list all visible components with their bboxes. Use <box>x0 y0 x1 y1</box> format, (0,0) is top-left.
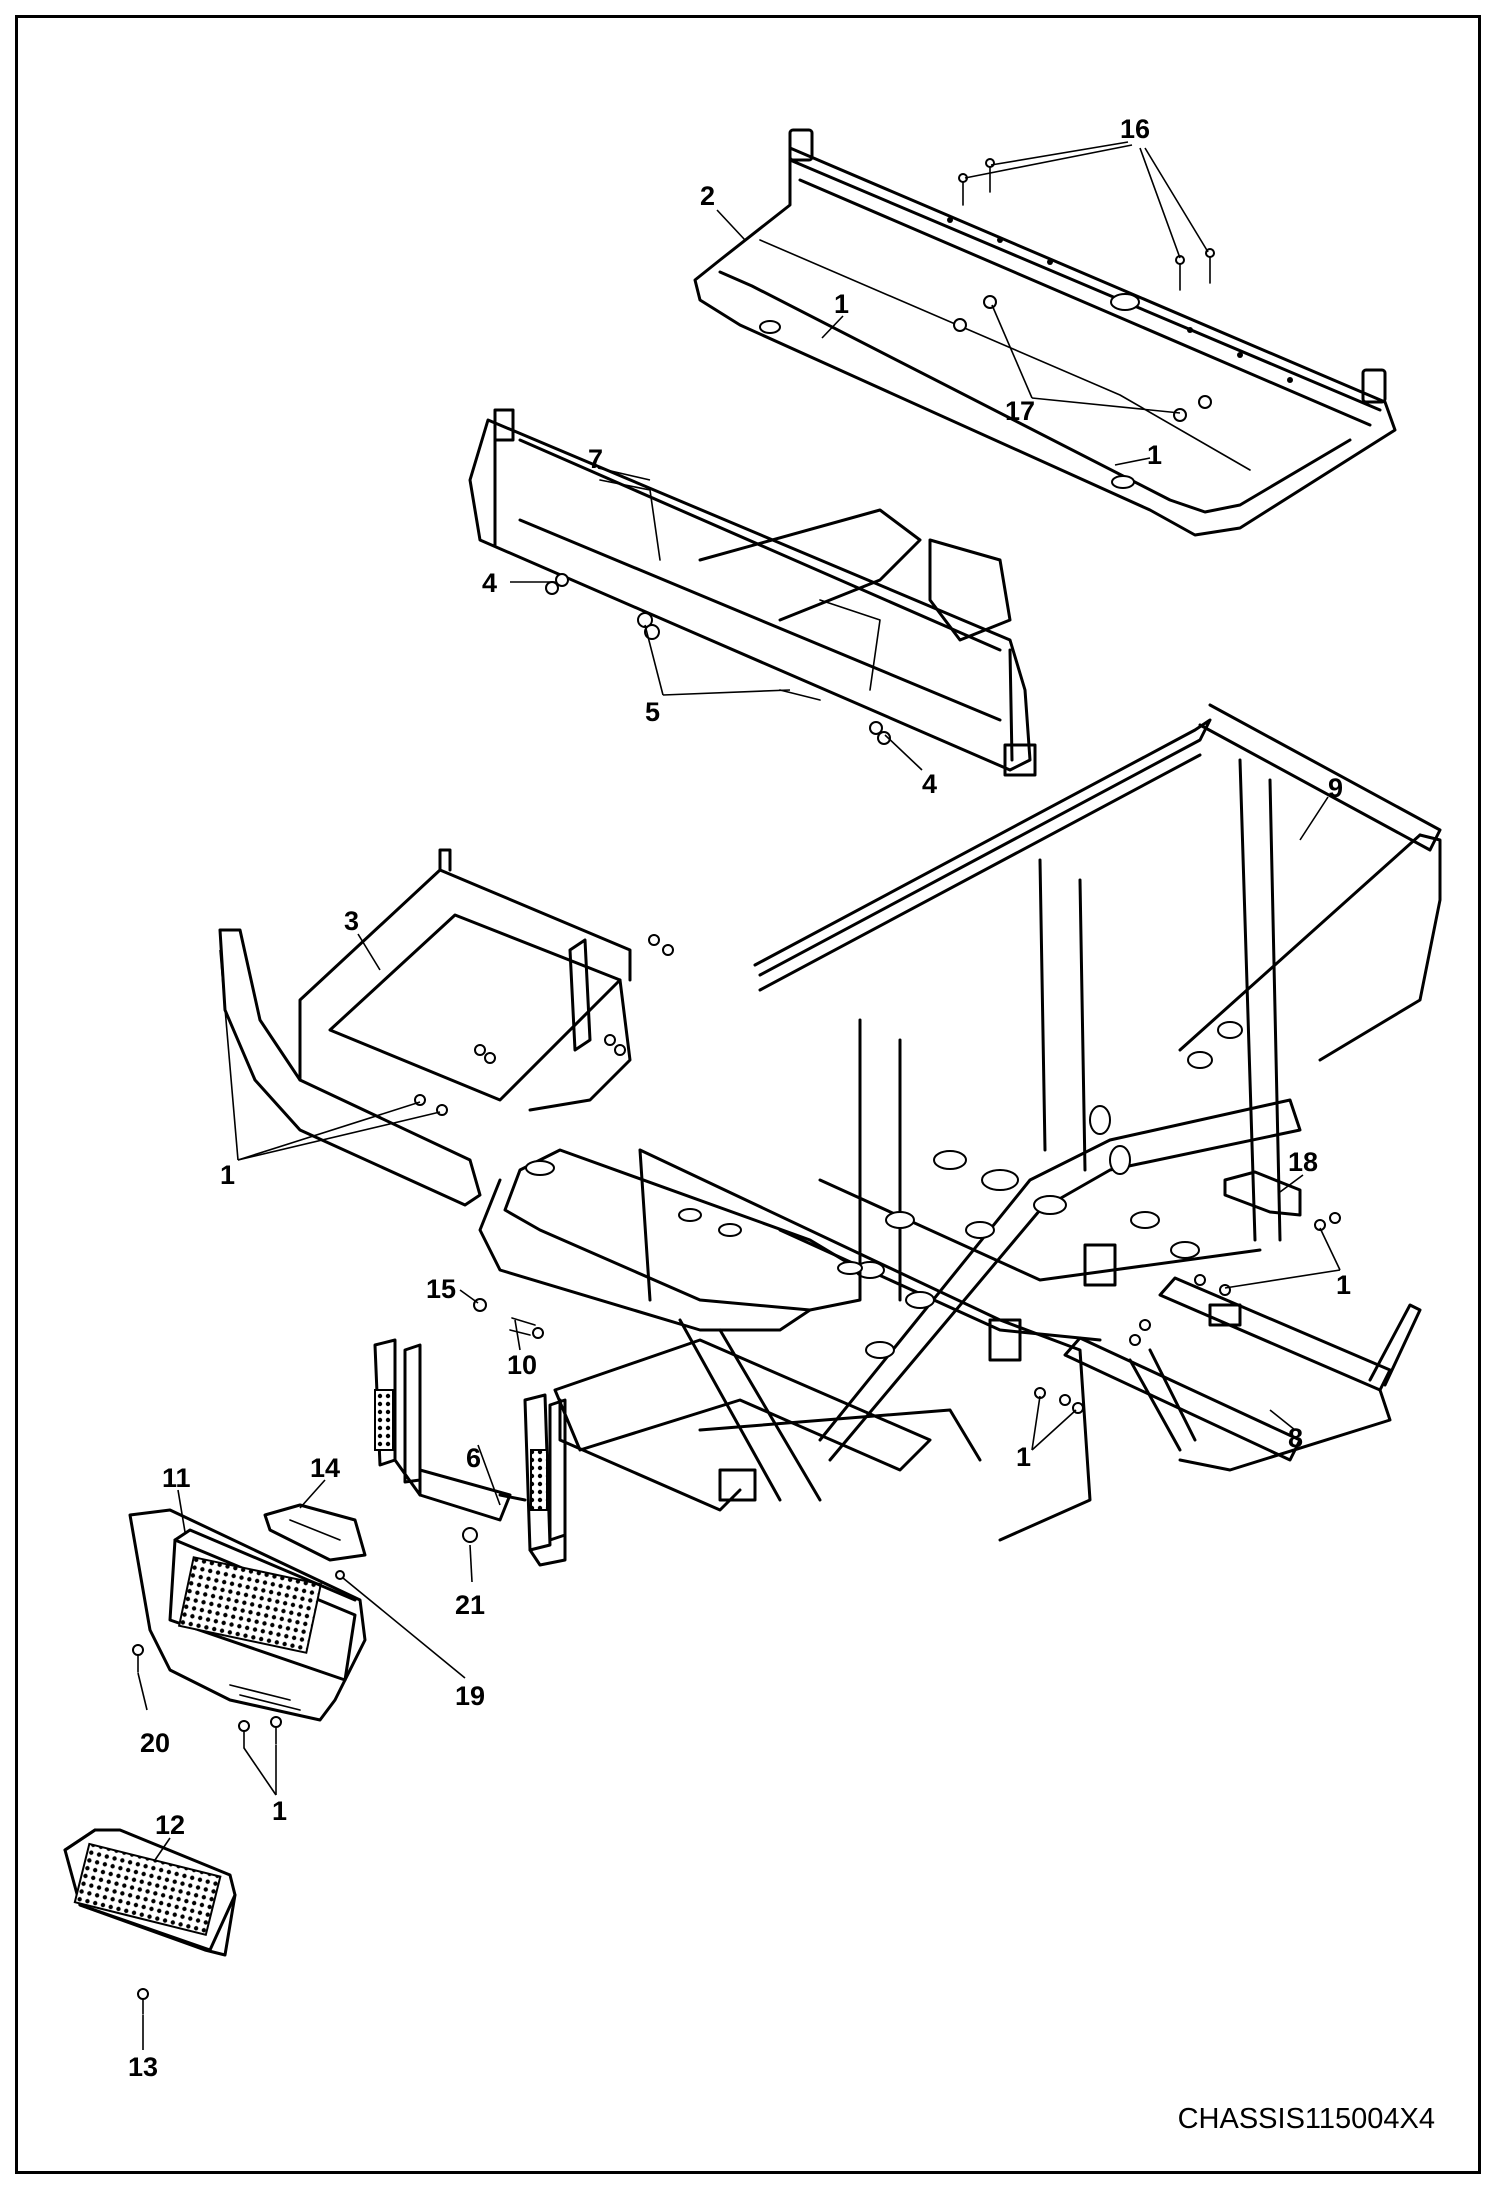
fasteners-part-1-left-cage <box>414 1094 448 1116</box>
callout-1: 1 <box>834 289 849 319</box>
grille-panel-part-12 <box>63 1828 237 1957</box>
callout-16: 16 <box>1120 114 1150 144</box>
fasteners-part-4-lower <box>869 721 891 745</box>
front-bumper-tube <box>478 1148 863 1332</box>
callout-2: 2 <box>700 181 715 211</box>
callout-6: 6 <box>466 1443 481 1473</box>
leader-lines <box>137 141 1341 2050</box>
mid-crossmember-part-7 <box>468 408 1037 777</box>
front-bracket-part-6 <box>373 1338 567 1567</box>
callout-10: 10 <box>507 1350 537 1380</box>
callout-1: 1 <box>1336 1270 1351 1300</box>
bolts-part-16 <box>958 158 1215 291</box>
screws-part-1-grille <box>238 1716 282 1749</box>
bolts-part-5 <box>637 612 821 701</box>
callout-1: 1 <box>1147 440 1162 470</box>
callout-17: 17 <box>1005 396 1035 426</box>
callout-7: 7 <box>588 444 603 474</box>
drawing-id: CHASSIS115004X4 <box>1178 2103 1435 2135</box>
callout-18: 18 <box>1288 1147 1318 1177</box>
side-cage-part-8 <box>1063 1274 1422 1472</box>
callout-1: 1 <box>220 1160 235 1190</box>
screw-part-20 <box>132 1644 144 1673</box>
bolt-part-21 <box>462 1527 478 1543</box>
fasteners-part-1-right-cage <box>1034 1387 1084 1414</box>
screw-part-13 <box>137 1988 149 2015</box>
callout-19: 19 <box>455 1681 485 1711</box>
callout-5: 5 <box>645 697 660 727</box>
callout-3: 3 <box>344 906 359 936</box>
main-chassis-frame-part-9 <box>553 703 1442 1542</box>
callout-20: 20 <box>140 1728 170 1758</box>
callout-11: 11 <box>162 1463 191 1493</box>
callout-9: 9 <box>1328 773 1343 803</box>
fasteners-part-4-upper <box>545 573 569 595</box>
drawing-border <box>15 15 1481 2174</box>
rear-cargo-frame-part-2 <box>693 128 1397 537</box>
screw-part-19 <box>335 1570 345 1580</box>
callout-13: 13 <box>128 2052 158 2082</box>
callout-labels: 16 2 1 17 1 7 4 5 4 9 3 1 18 1 15 10 6 8… <box>128 114 1351 2082</box>
callout-12: 12 <box>155 1810 185 1840</box>
grille-cover-part-11 <box>128 1508 367 1722</box>
callout-8: 8 <box>1288 1423 1303 1453</box>
clip-part-10 <box>509 1317 544 1339</box>
callout-14: 14 <box>310 1453 340 1483</box>
callout-4: 4 <box>482 568 497 598</box>
callout-1: 1 <box>272 1796 287 1826</box>
nuts-part-17 <box>953 295 1212 422</box>
side-cage-part-3 <box>218 848 674 1207</box>
callout-4: 4 <box>922 769 937 799</box>
plate-part-14 <box>263 1503 367 1562</box>
callout-1: 1 <box>1016 1442 1031 1472</box>
callout-21: 21 <box>455 1590 485 1620</box>
callout-15: 15 <box>426 1274 456 1304</box>
bracket-part-18 <box>1223 1170 1341 1231</box>
